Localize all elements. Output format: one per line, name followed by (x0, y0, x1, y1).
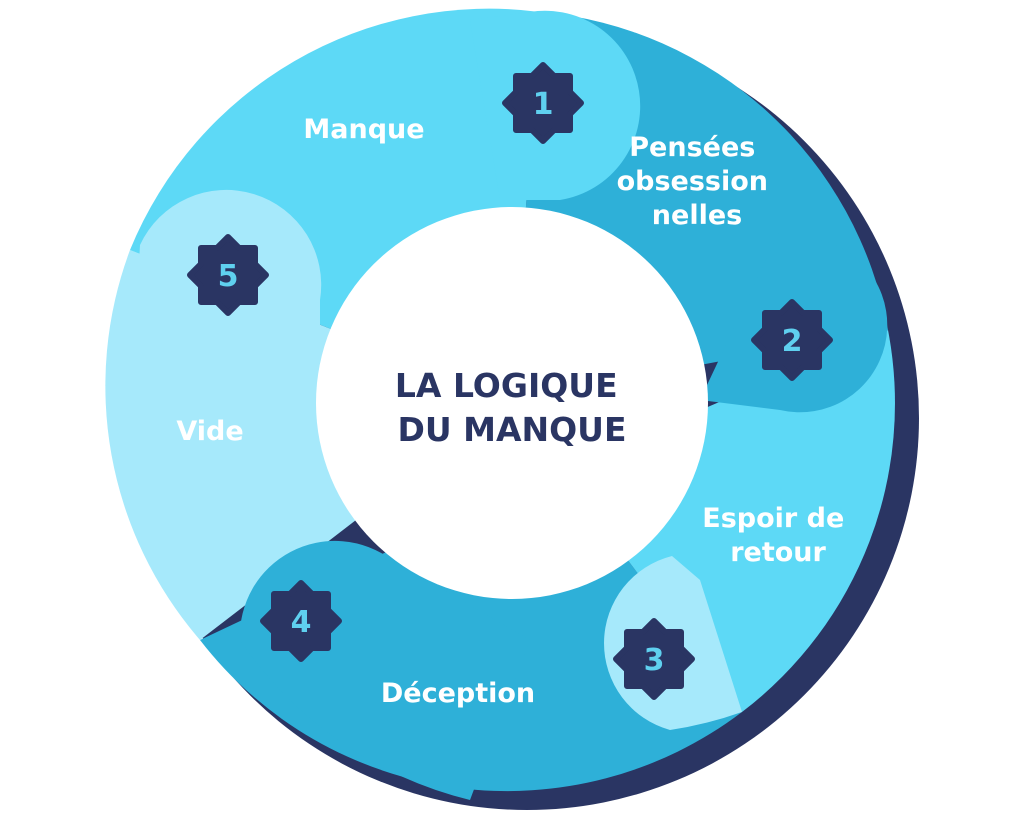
label-step-1-line-1: Manque (303, 114, 424, 145)
star-badge-icon (613, 618, 695, 700)
label-step-3-line-2: retour (730, 537, 826, 568)
label-step-5: Vide (176, 416, 243, 447)
step-badge-1-number: 1 (533, 87, 554, 122)
label-step-2: Pensées obsession nelles (617, 132, 778, 231)
step-badge-3: 3 (613, 618, 695, 700)
label-step-2-line-1: Pensées (629, 132, 755, 163)
label-step-4: Déception (381, 678, 535, 709)
center-title-line-1: LA LOGIQUE (395, 366, 618, 405)
star-badge-icon (260, 580, 342, 662)
star-badge-icon (751, 299, 833, 381)
step-badge-5: 5 (187, 234, 269, 316)
label-step-3-line-1: Espoir de (702, 503, 844, 534)
label-step-4-line-1: Déception (381, 678, 535, 709)
step-badge-2-number: 2 (782, 324, 803, 359)
step-badge-5-number: 5 (218, 259, 239, 294)
label-step-3: Espoir de retour (702, 503, 853, 568)
step-badge-4: 4 (260, 580, 342, 662)
label-step-2-line-3: nelles (652, 200, 742, 231)
label-step-2-line-2: obsession (617, 166, 768, 197)
center-title-line-2: DU MANQUE (397, 410, 626, 449)
segment-3 (560, 330, 895, 712)
step-badge-1: 1 (502, 62, 584, 144)
label-step-5-line-1: Vide (176, 416, 243, 447)
step-badge-4-number: 4 (291, 605, 312, 640)
step-badge-3-number: 3 (644, 643, 665, 678)
step-badge-2: 2 (751, 299, 833, 381)
star-badge-icon (502, 62, 584, 144)
star-badge-icon (187, 234, 269, 316)
label-step-1: Manque (303, 114, 424, 145)
center-circle (316, 207, 708, 599)
center-title: LA LOGIQUE DU MANQUE (395, 366, 629, 449)
